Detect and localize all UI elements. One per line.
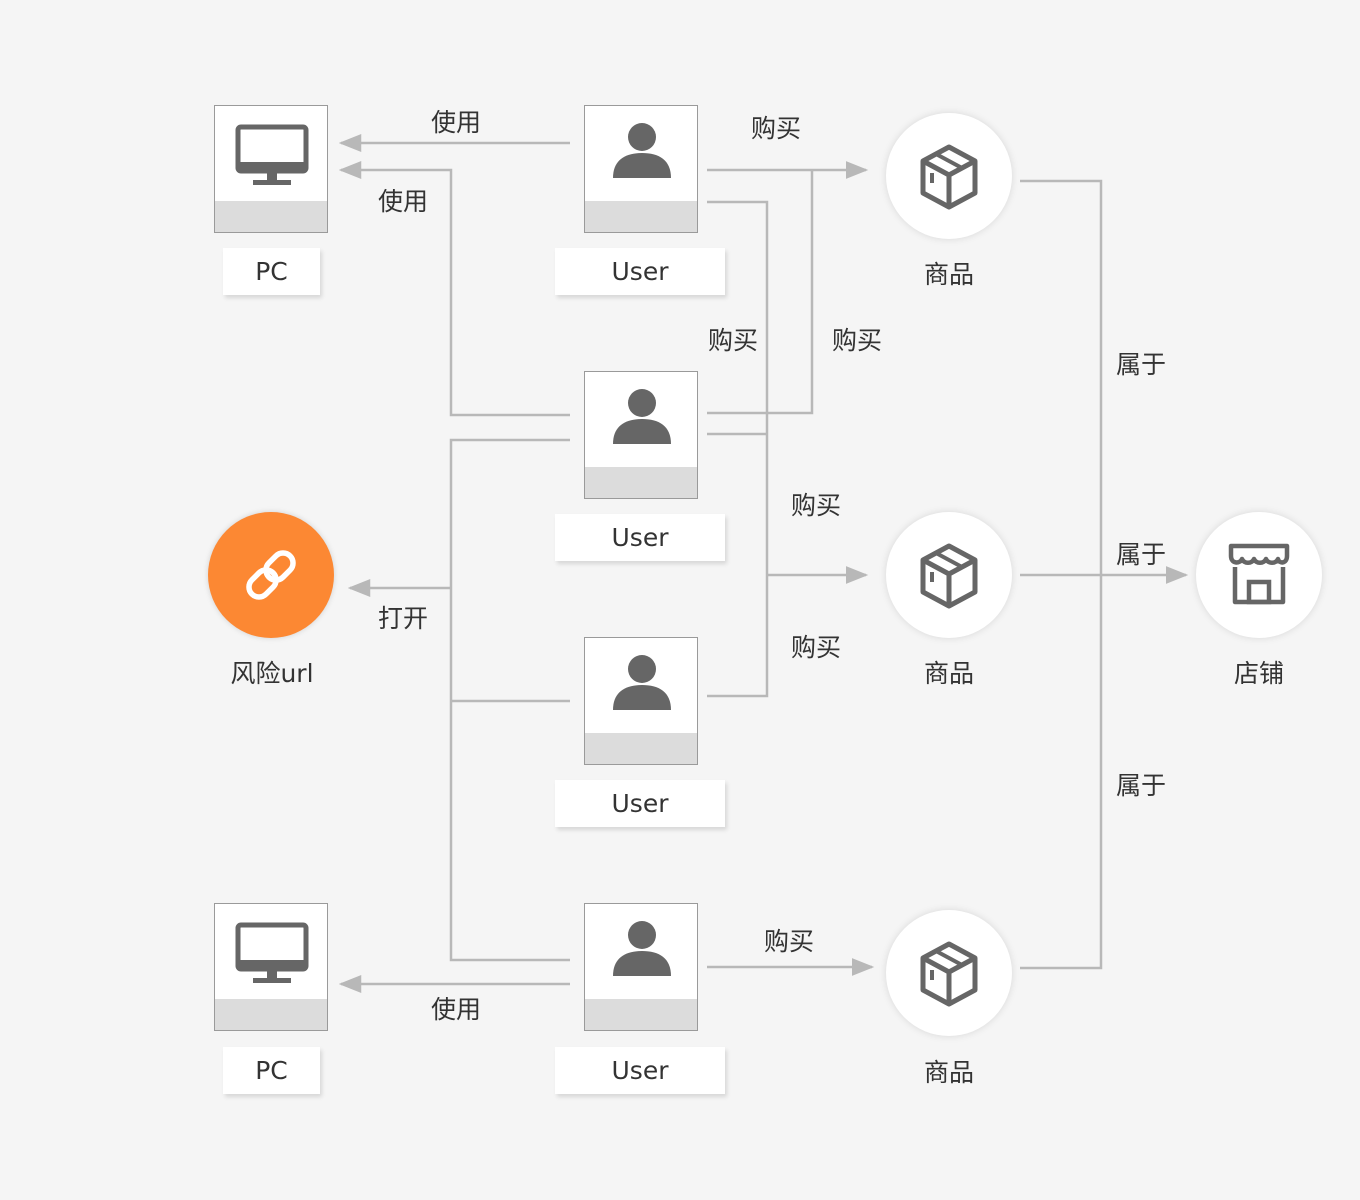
edge-label-use-3: 使用 [430,995,482,1024]
product-node-3[interactable] [886,910,1012,1036]
product-label-3: 商品 [923,1058,975,1087]
monitor-icon [235,922,309,983]
node-footer-band [585,201,697,232]
store-node[interactable] [1196,512,1322,638]
edge-label-buy-5: 购买 [790,633,842,662]
edge-buy-user2-product1 [707,170,814,415]
person-icon [613,389,671,444]
product-node-1[interactable] [886,113,1012,239]
edge-label-belong-3: 属于 [1115,771,1167,800]
edge-label-belong-1: 属于 [1115,350,1167,379]
edge-label-buy-3: 购买 [831,326,883,355]
edge-label-buy-2: 购买 [707,326,759,355]
user-label-3: User [555,780,725,827]
node-footer-band [585,467,697,498]
person-icon [613,123,671,178]
edge-label-buy-6: 购买 [763,927,815,956]
user-label-1: User [555,248,725,295]
edge-label-open: 打开 [377,604,429,633]
monitor-icon [235,124,309,185]
node-footer-band [585,999,697,1030]
user-node-2[interactable] [584,371,698,499]
box-icon [920,941,978,1007]
pc-node-top[interactable] [214,105,328,233]
edge-buy-user1-product2 [707,200,769,575]
product-label-1: 商品 [923,260,975,289]
user-node-3[interactable] [584,637,698,765]
node-footer-band [215,999,327,1030]
person-icon [613,921,671,976]
edge-label-buy-1: 购买 [750,114,802,143]
node-footer-band [215,201,327,232]
risk-url-label: 风险url [230,659,314,688]
link-icon [246,550,296,600]
pc-label-bottom: PC [223,1047,320,1094]
node-footer-band [585,733,697,764]
product-node-2[interactable] [886,512,1012,638]
user-label-4: User [555,1047,725,1094]
user-label-2: User [555,514,725,561]
edge-buy-user3-product2 [707,575,769,698]
edge-label-belong-2: 属于 [1115,540,1167,569]
store-icon [1228,543,1290,605]
pc-label-top: PC [223,248,320,295]
edge-label-buy-4: 购买 [790,491,842,520]
edge-label-use-2: 使用 [377,187,429,216]
person-icon [613,655,671,710]
risk-url-node[interactable] [208,512,334,638]
product-label-2: 商品 [923,659,975,688]
user-node-1[interactable] [584,105,698,233]
pc-node-bottom[interactable] [214,903,328,1031]
box-icon [920,144,978,210]
box-icon [920,543,978,609]
edge-label-use-1: 使用 [430,108,482,137]
user-node-4[interactable] [584,903,698,1031]
store-label: 店铺 [1233,659,1285,688]
edge-use-user2-pc [338,161,570,417]
